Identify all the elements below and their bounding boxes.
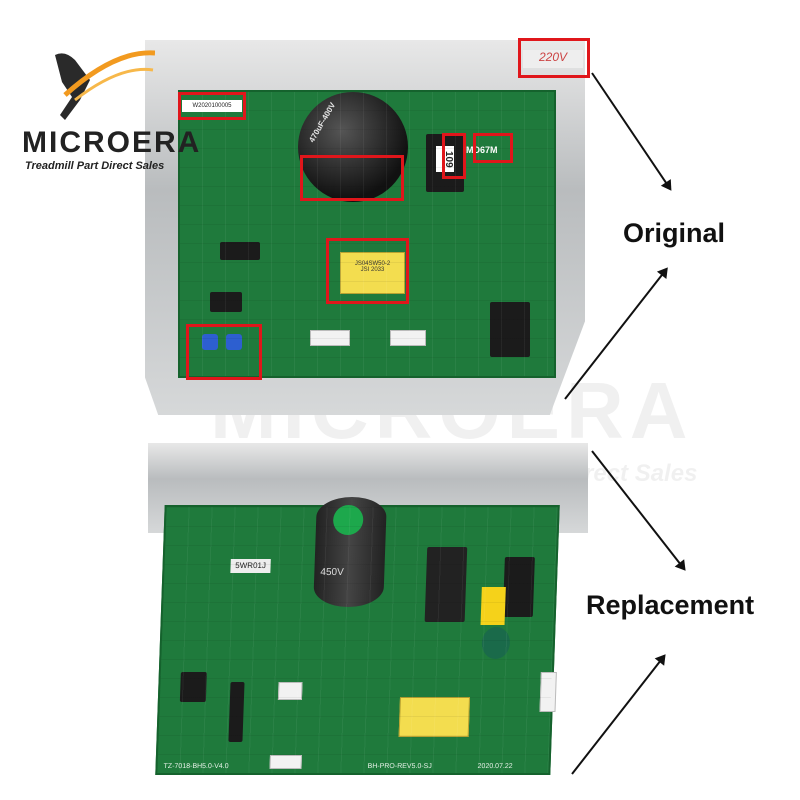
highlight-serial	[178, 92, 246, 120]
replacement-pcb: 450V 5WR01J TZ-7018-BH5.0-V4.0 BH-PRO-RE…	[155, 497, 560, 775]
logo-tagline: Treadmill Part Direct Sales	[25, 160, 165, 172]
ic	[179, 672, 207, 702]
highlight-transformer	[326, 238, 409, 304]
highlight-potentiometers	[186, 324, 262, 380]
connector	[269, 755, 302, 769]
connector	[310, 330, 350, 346]
connector	[539, 672, 557, 712]
chip-label: MD67M	[466, 145, 498, 155]
serial-label: W2020100005	[182, 100, 242, 112]
connector	[390, 330, 426, 346]
highlight-relay	[442, 133, 466, 179]
highlight-capacitor	[300, 155, 404, 201]
arrow-icon	[571, 655, 666, 775]
highlight-voltage	[518, 38, 590, 78]
arrow-icon	[591, 72, 672, 190]
transformer	[398, 697, 471, 737]
capacitor: 470uF-400V	[298, 92, 408, 202]
connector	[277, 682, 303, 700]
relay-2	[502, 557, 535, 617]
voltage-sticker: 220V	[523, 50, 583, 68]
ic	[210, 292, 242, 312]
yellow-capacitor	[480, 587, 506, 625]
capacitor-label: 470uF-400V	[307, 100, 338, 145]
ic	[220, 242, 260, 260]
logo-runner-icon	[35, 45, 156, 125]
board-revision: BH-PRO-REV5.0-SJ	[367, 763, 432, 770]
highlight-chip	[473, 133, 513, 163]
board-date: 2020.07.22	[477, 763, 513, 770]
capacitor	[481, 627, 511, 659]
transformer-label-2: JSI 2033	[360, 267, 385, 273]
capacitor-label: 450V	[320, 567, 344, 578]
relay: 109	[426, 134, 464, 192]
potentiometer	[202, 334, 218, 350]
replacement-heading: Replacement	[586, 590, 755, 620]
original-heading: Original	[623, 218, 726, 248]
relay	[424, 547, 468, 622]
potentiometer	[226, 334, 242, 350]
chip-md67m: MD67M	[466, 140, 508, 160]
relay-2	[490, 302, 530, 357]
logo-brand: MICROERA	[22, 126, 202, 159]
mosfet	[228, 682, 245, 742]
resistor: 5WR01J	[230, 559, 271, 573]
relay-label: 109	[436, 146, 454, 172]
transformer-label-1: JS04SW50-2	[354, 261, 391, 267]
board-id: TZ-7018-BH5.0-V4.0	[163, 763, 229, 770]
